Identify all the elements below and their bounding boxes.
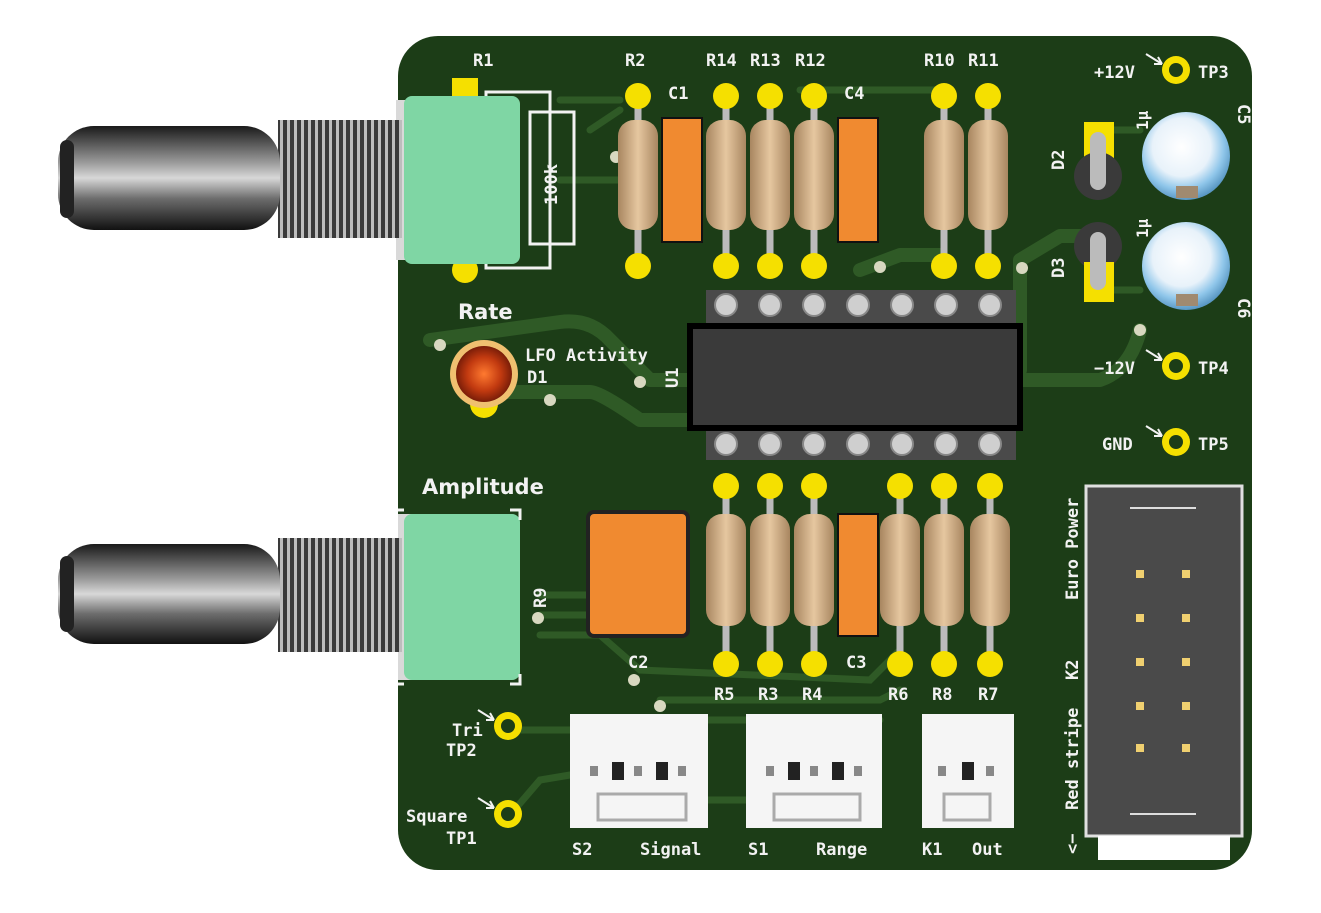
label-c6-value: 1µ xyxy=(1133,218,1152,238)
label-r13: R13 xyxy=(750,51,781,71)
label-c2: C2 xyxy=(628,653,648,673)
label-gnd: GND xyxy=(1102,435,1133,455)
resistor-r12 xyxy=(794,83,834,279)
diode-d3 xyxy=(1074,222,1122,302)
resistor-r8 xyxy=(924,473,964,677)
testpoint-arrows xyxy=(477,53,1163,809)
pot-rate[interactable] xyxy=(58,78,576,283)
label-k2: K2 xyxy=(1063,660,1083,680)
capacitor-c6 xyxy=(1142,222,1230,310)
label-c5: C5 xyxy=(1233,104,1253,124)
resistor-r6 xyxy=(880,473,920,677)
label-rate: Rate xyxy=(458,300,513,324)
silkscreen-labels: R1 R2 R14 R13 R12 R10 R11 C1 C4 100k Rat… xyxy=(406,51,1253,860)
resistor-r14 xyxy=(706,83,746,279)
label-tp4: TP4 xyxy=(1198,359,1229,379)
label-pot-value: 100k xyxy=(542,164,562,205)
label-r14: R14 xyxy=(706,51,737,71)
label-d3: D3 xyxy=(1049,258,1069,278)
label-tri: Tri xyxy=(452,721,483,741)
label-c4: C4 xyxy=(844,84,864,104)
bottom-resistors xyxy=(706,473,1010,677)
resistor-r4 xyxy=(794,473,834,677)
connector-s2[interactable] xyxy=(570,714,708,828)
diode-d2 xyxy=(1074,122,1122,200)
resistor-r3 xyxy=(750,473,790,677)
label-lfo-activity: LFO Activity xyxy=(525,346,648,366)
label-c1: C1 xyxy=(668,84,688,104)
label-c6: C6 xyxy=(1233,298,1253,318)
label-u1: U1 xyxy=(663,368,683,388)
pot-amplitude[interactable] xyxy=(58,508,522,686)
label-r4: R4 xyxy=(802,685,822,705)
capacitor-c4 xyxy=(837,117,879,243)
capacitor-c5 xyxy=(1142,112,1230,200)
label-minus12v: −12V xyxy=(1094,359,1135,379)
label-r10: R10 xyxy=(924,51,955,71)
label-k1: K1 xyxy=(922,840,942,860)
ic-u1 xyxy=(687,290,1023,460)
label-r11: R11 xyxy=(968,51,999,71)
label-d1: D1 xyxy=(527,368,547,388)
label-r8: R8 xyxy=(932,685,952,705)
testpoint-pads xyxy=(494,56,1190,828)
label-s1: S1 xyxy=(748,840,768,860)
label-red-stripe: Red stripe xyxy=(1063,708,1083,810)
label-tp1: TP1 xyxy=(446,829,477,849)
capacitor-c1 xyxy=(661,117,703,243)
label-euro-power: Euro Power xyxy=(1063,498,1083,600)
label-c5-value: 1µ xyxy=(1133,110,1152,130)
connector-s1[interactable] xyxy=(746,714,882,828)
label-r9: R9 xyxy=(531,588,551,608)
resistor-r11 xyxy=(968,83,1008,279)
resistor-r2 xyxy=(618,83,658,279)
led-d1 xyxy=(450,340,518,418)
connector-k1[interactable] xyxy=(922,714,1014,828)
label-tp3: TP3 xyxy=(1198,63,1229,83)
label-out: Out xyxy=(972,840,1003,860)
label-range: Range xyxy=(816,840,867,860)
label-tp2: TP2 xyxy=(446,741,477,761)
label-tp5: TP5 xyxy=(1198,435,1229,455)
label-s2: S2 xyxy=(572,840,592,860)
label-r1: R1 xyxy=(473,51,493,71)
resistor-r13 xyxy=(750,83,790,279)
label-signal: Signal xyxy=(640,840,701,860)
resistor-r7 xyxy=(970,473,1010,677)
label-plus12v: +12V xyxy=(1094,63,1135,83)
vias xyxy=(434,151,1146,712)
euro-power-header xyxy=(1084,484,1244,860)
label-r5: R5 xyxy=(714,685,734,705)
label-r6: R6 xyxy=(888,685,908,705)
label-arrow: <− xyxy=(1063,834,1083,854)
label-c3: C3 xyxy=(846,653,866,673)
capacitor-c2 xyxy=(586,510,690,638)
label-d2: D2 xyxy=(1049,150,1069,170)
label-square: Square xyxy=(406,807,467,827)
capacitor-c3 xyxy=(837,513,879,637)
label-amplitude: Amplitude xyxy=(422,475,544,499)
label-r7: R7 xyxy=(978,685,998,705)
top-resistors xyxy=(618,83,1008,279)
resistor-r10 xyxy=(924,83,964,279)
label-r2: R2 xyxy=(625,51,645,71)
label-r3: R3 xyxy=(758,685,778,705)
label-r12: R12 xyxy=(795,51,826,71)
resistor-r5 xyxy=(706,473,746,677)
